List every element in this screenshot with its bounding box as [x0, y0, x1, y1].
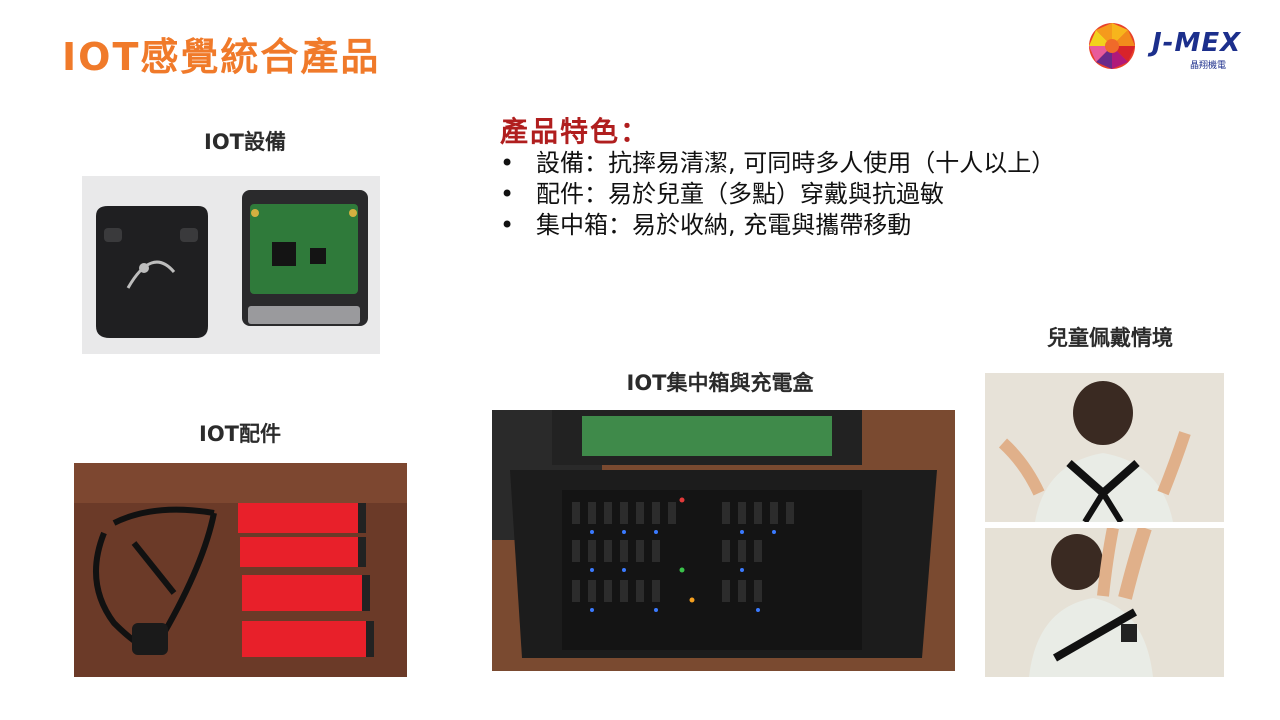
box-photo: [492, 410, 955, 671]
device-photo: [82, 176, 380, 354]
brand-logo-icon: [1089, 23, 1135, 69]
accessory-label: IOT配件: [199, 422, 281, 446]
feature-item: •設備：抗摔易清潔, 可同時多人使用（十人以上）: [500, 149, 1056, 177]
wearing-photo-1: [985, 373, 1224, 522]
features-title: 產品特色：: [500, 115, 651, 148]
brand-subtitle: 晶翔機電: [1190, 61, 1227, 71]
brand-name: J-MEX: [1152, 28, 1242, 58]
box-label: IOT集中箱與充電盒: [626, 371, 814, 395]
accessory-photo: [74, 463, 407, 677]
features-list: •設備：抗摔易清潔, 可同時多人使用（十人以上） •配件：易於兒童（多點）穿戴與…: [500, 148, 1055, 241]
wearing-photo-2: [985, 528, 1224, 677]
feature-item: •集中箱：易於收納, 充電與攜帶移動: [500, 211, 912, 239]
brand-logo: J-MEX 晶翔機電: [1152, 28, 1262, 72]
page-title: IOT感覺統合產品: [62, 35, 381, 79]
device-label: IOT設備: [204, 130, 286, 154]
feature-item: •配件：易於兒童（多點）穿戴與抗過敏: [500, 180, 944, 208]
wearing-label: 兒童佩戴情境: [1047, 326, 1173, 350]
